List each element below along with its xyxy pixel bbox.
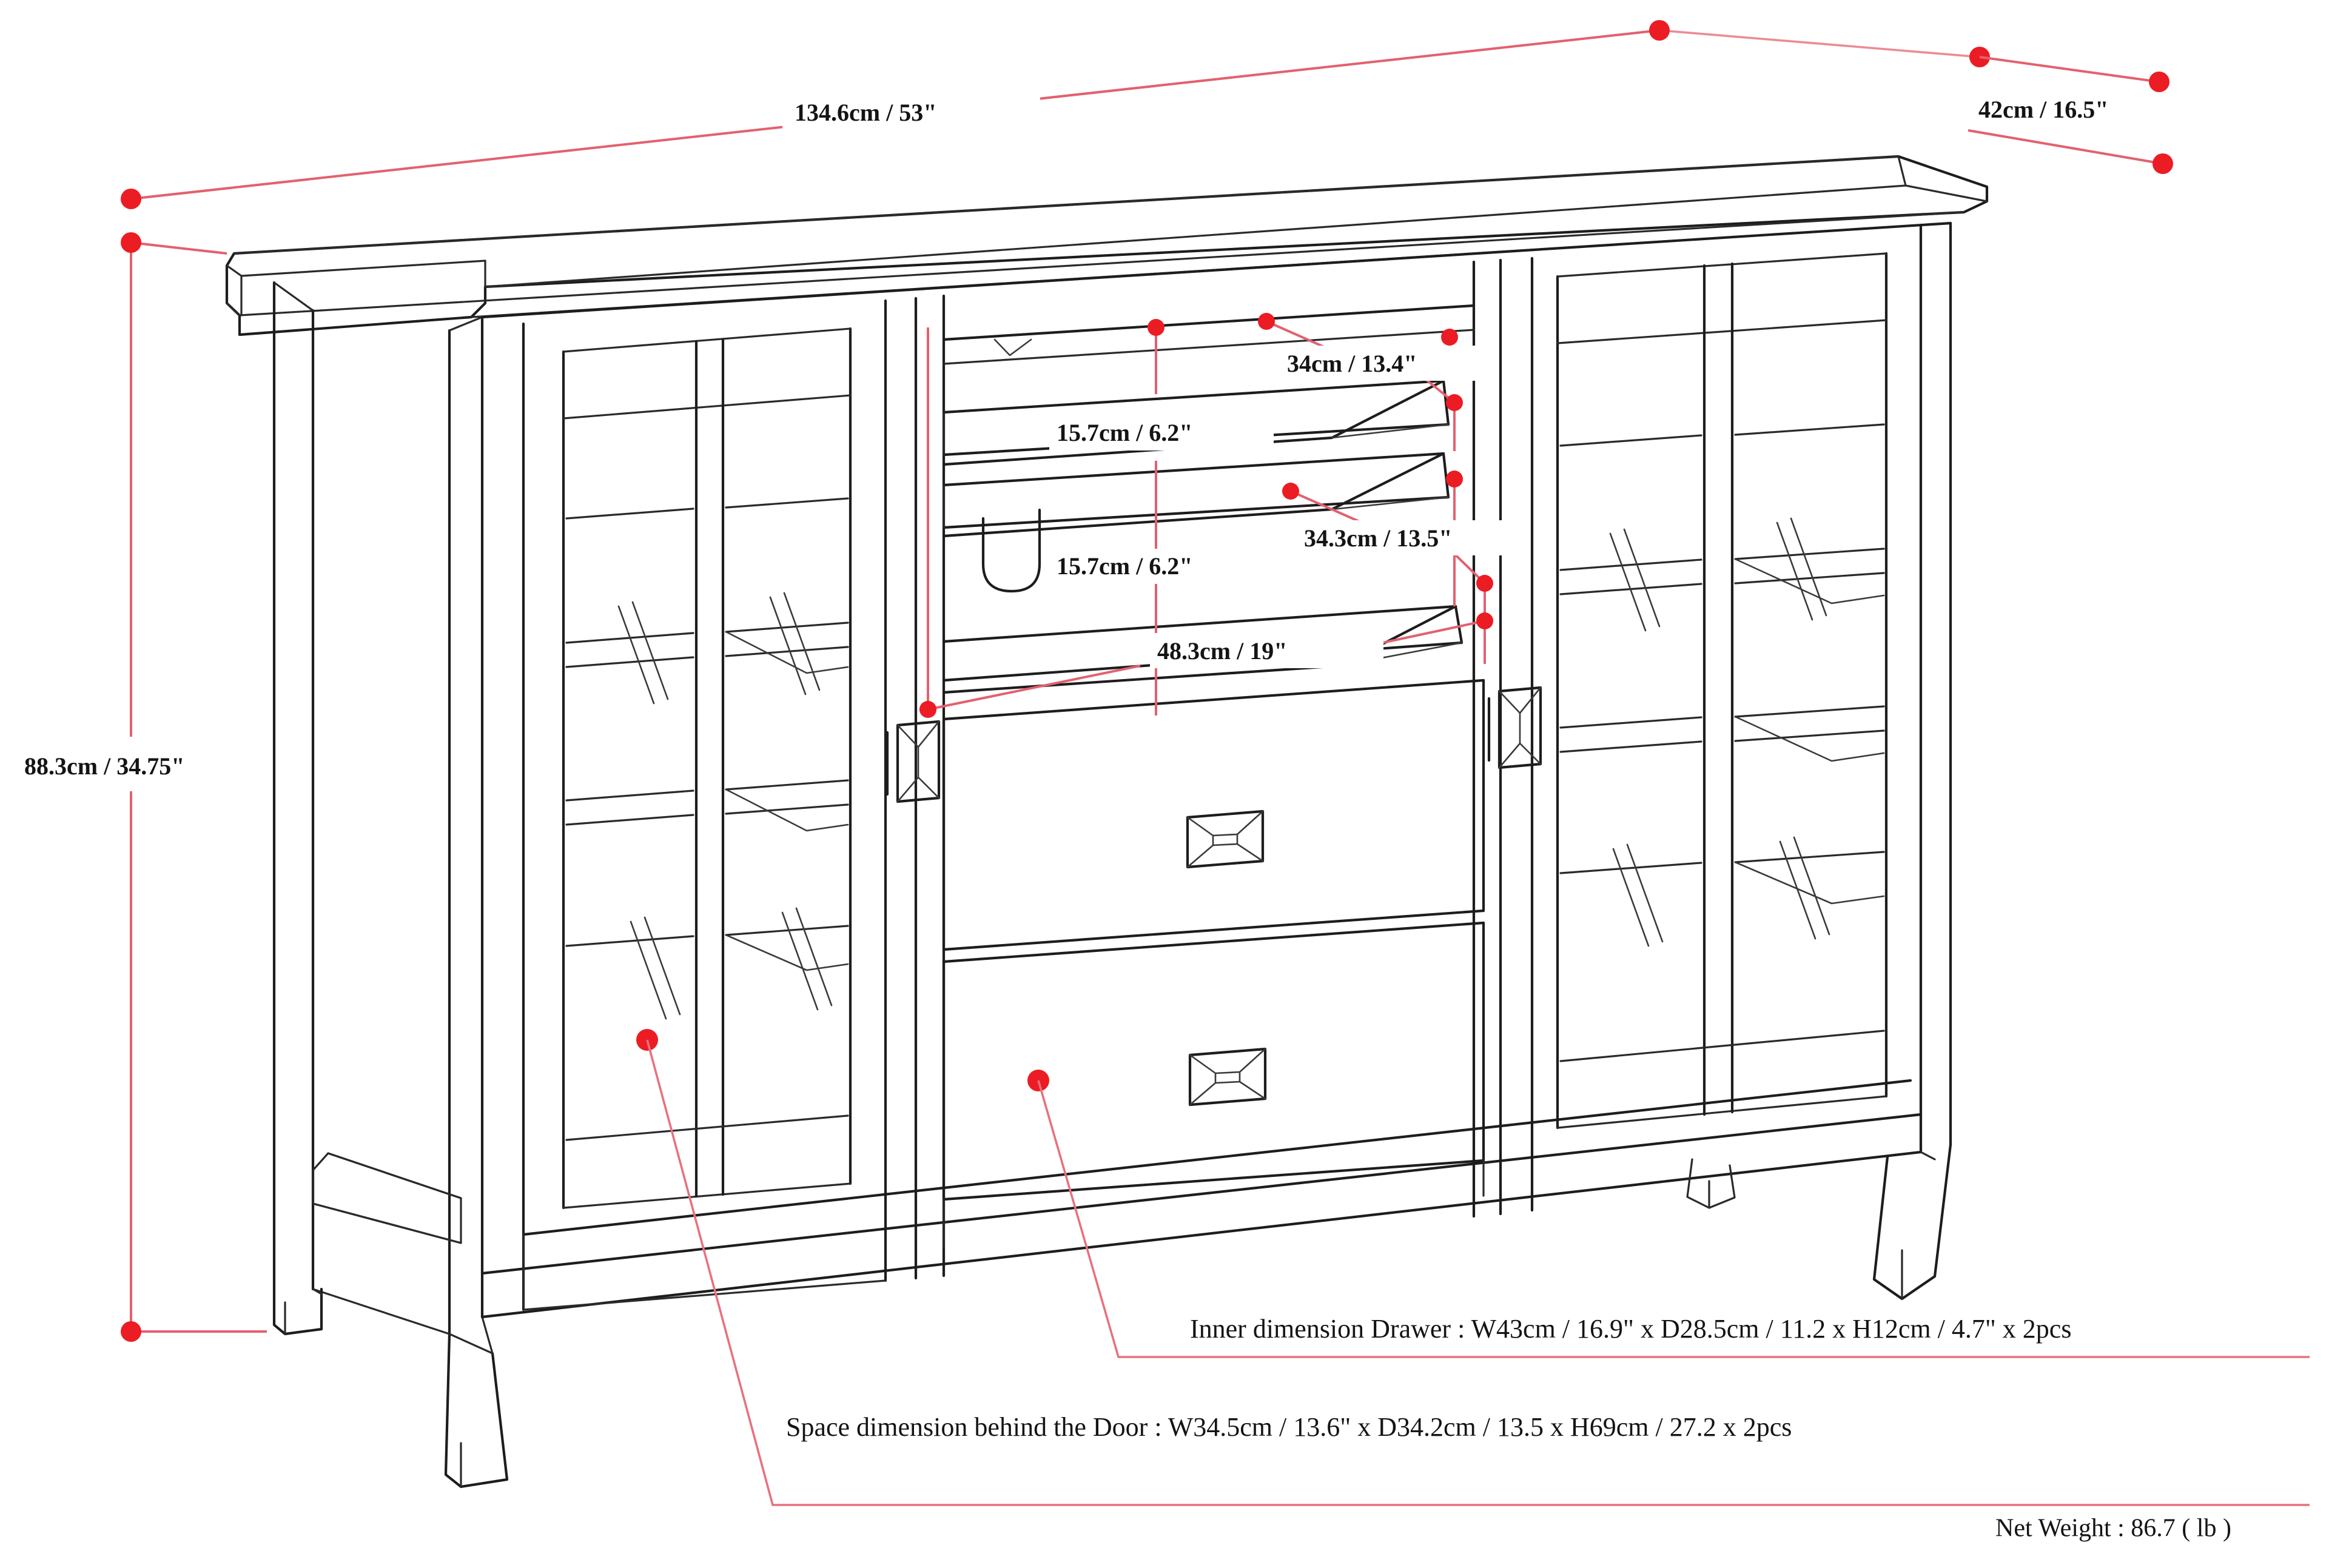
- cabinet-drawing: [225, 155, 1989, 1489]
- base-apron: [480, 1079, 1923, 1311]
- left-glass-door[interactable]: [562, 327, 852, 1210]
- overall-height-dimension: 88.3cm / 34.75": [17, 232, 267, 1342]
- lower-shelf-depth-label: 34.3cm / 13.5": [1304, 524, 1452, 552]
- label-backdrop: [1297, 520, 1527, 555]
- dim-endpoint-dot: [2149, 72, 2169, 92]
- cabinet-top: [225, 155, 1989, 337]
- center-opening-width-label: 48.3cm / 19": [1157, 637, 1287, 665]
- left-side-panel: [272, 281, 509, 1489]
- dim-endpoint-dot: [2153, 153, 2173, 174]
- lower-drawer[interactable]: [942, 921, 1485, 1201]
- label-backdrop: [17, 747, 266, 785]
- lower-shelf-height-label: 15.7cm / 6.2": [1057, 552, 1192, 580]
- glass-reflection-marks: [1609, 517, 1830, 947]
- overall-depth-label: 42cm / 16.5": [1978, 96, 2108, 123]
- overall-depth-dimension: 42cm / 16.5": [1968, 56, 2194, 174]
- overall-height-label: 88.3cm / 34.75": [24, 752, 184, 780]
- lower-drawer-pull[interactable]: [1188, 1047, 1267, 1107]
- center-opening-width-dimension: 48.3cm / 19": [919, 612, 1493, 718]
- dim-endpoint-dot: [121, 189, 141, 209]
- upper-open-shelf: [942, 379, 1450, 466]
- upper-shelf-height-label: 15.7cm / 6.2": [1057, 419, 1192, 446]
- dim-endpoint-dot: [1476, 612, 1493, 629]
- dimension-annotations: 134.6cm / 53" 42cm / 16.5" 88.3cm / 34.7…: [17, 20, 2194, 1342]
- dim-endpoint-dot: [1282, 483, 1299, 500]
- upper-shelf-depth-dimension: 34cm / 13.4": [1258, 313, 1486, 451]
- drawer-inner-dimension-text: Inner dimension Drawer : W43cm / 16.9" x…: [1190, 1314, 2071, 1344]
- left-door-handle[interactable]: [886, 720, 941, 803]
- dim-endpoint-dot: [1476, 575, 1493, 592]
- dim-endpoint-dot: [919, 701, 936, 718]
- cable-management-cutout: [981, 508, 1041, 593]
- label-backdrop: [782, 94, 1040, 132]
- dim-endpoint-dot: [1446, 471, 1463, 487]
- lower-shelf-depth-dimension: 34.3cm / 13.5": [1282, 471, 1527, 664]
- dim-endpoint-dot: [121, 1321, 141, 1342]
- face-frame: [522, 256, 1534, 1312]
- label-backdrop: [1049, 549, 1274, 584]
- glass-reflection-marks: [617, 592, 833, 1020]
- overall-width-label: 134.6cm / 53": [795, 99, 936, 126]
- dim-endpoint-dot: [1446, 394, 1463, 411]
- dim-endpoint-dot: [1649, 20, 1670, 41]
- right-side-panel: [1686, 1143, 1952, 1301]
- right-glass-door[interactable]: [1556, 252, 1888, 1130]
- net-weight-text: Net Weight : 86.7 ( lb ): [1995, 1515, 2231, 1543]
- label-backdrop: [1970, 92, 2194, 129]
- upper-drawer[interactable]: [942, 678, 1485, 951]
- dim-endpoint-dot: [121, 232, 141, 253]
- upper-drawer-pull[interactable]: [1186, 809, 1265, 869]
- drawer-inner-dimension-callout: Inner dimension Drawer : W43cm / 16.9" x…: [1027, 1070, 2310, 1358]
- upper-shelf-depth-label: 34cm / 13.4": [1287, 350, 1417, 377]
- label-backdrop: [1049, 415, 1274, 451]
- lower-open-shelf: [942, 452, 1450, 593]
- door-space-dimension-callout: Space dimension behind the Door : W34.5c…: [636, 1029, 2310, 1506]
- dim-endpoint-dot: [1148, 319, 1164, 336]
- dim-endpoint-dot: [1441, 329, 1458, 346]
- cabinet-body: [480, 221, 1952, 1319]
- door-space-dimension-text: Space dimension behind the Door : W34.5c…: [786, 1412, 1792, 1442]
- dim-endpoint-dot: [1258, 313, 1275, 330]
- label-backdrop: [1150, 633, 1383, 668]
- overall-width-dimension: 134.6cm / 53": [121, 20, 1990, 209]
- lower-shelf-height-dimension: 15.7cm / 6.2": [1049, 473, 1274, 715]
- bottom-callouts: Inner dimension Drawer : W43cm / 16.9" x…: [636, 1029, 2310, 1543]
- right-door-handle[interactable]: [1487, 686, 1542, 769]
- label-backdrop: [1280, 346, 1486, 381]
